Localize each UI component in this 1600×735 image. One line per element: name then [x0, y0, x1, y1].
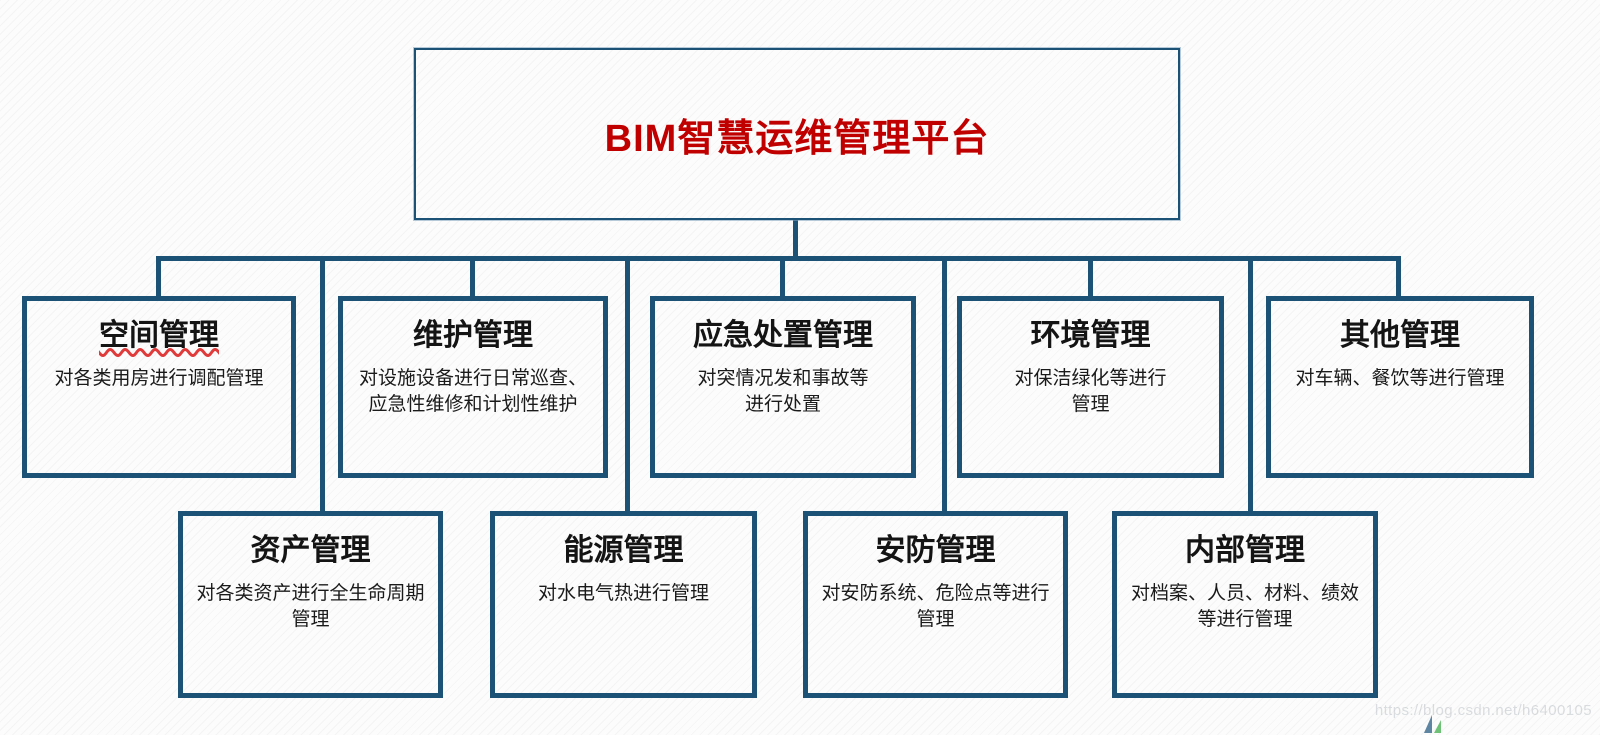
node-description: 对各类用房进行调配管理 — [54, 367, 264, 389]
connector-drop-asset — [320, 256, 325, 513]
connector-drop-environment — [1088, 256, 1093, 298]
connector-drop-maintenance — [470, 256, 475, 298]
watermark-text: https://blog.csdn.net/h6400105 — [1374, 702, 1592, 719]
node-title: 其他管理 — [1340, 319, 1460, 352]
connector-drop-security — [942, 256, 947, 513]
connector-root-stem — [793, 218, 798, 260]
node-description: 对水电气热进行管理 — [537, 582, 709, 604]
node-title: 安防管理 — [875, 534, 996, 567]
node-title: 应急处置管理 — [693, 319, 873, 352]
node-emergency-management[interactable]: 应急处置管理 对突情况发和事故等 进行处置 — [650, 296, 916, 478]
csdn-logo-icon — [1424, 715, 1441, 733]
node-description: 对突情况发和事故等 进行处置 — [697, 367, 869, 415]
node-title: 资产管理 — [250, 534, 371, 567]
connector-drop-emergency — [780, 256, 785, 298]
node-description: 对档案、人员、材料、绩效等进行管理 — [1130, 582, 1359, 630]
connector-main-bus — [158, 256, 1398, 261]
root-node-bim-platform[interactable]: BIM智慧运维管理平台 — [414, 48, 1180, 220]
root-node-title: BIM智慧运维管理平台 — [604, 117, 990, 160]
node-title: 内部管理 — [1185, 534, 1305, 567]
node-other-management[interactable]: 其他管理 对车辆、餐饮等进行管理 — [1266, 296, 1534, 478]
node-description: 对车辆、餐饮等进行管理 — [1295, 367, 1505, 389]
node-title: 环境管理 — [1030, 319, 1151, 352]
connector-drop-other — [1396, 256, 1401, 298]
node-security-management[interactable]: 安防管理 对安防系统、危险点等进行管理 — [803, 511, 1068, 698]
connector-drop-energy — [625, 256, 630, 513]
node-space-management[interactable]: 空间管理 对各类用房进行调配管理 — [22, 296, 296, 478]
connector-drop-internal — [1248, 256, 1253, 513]
node-title: 能源管理 — [563, 534, 684, 567]
node-description: 对各类资产进行全生命周期管理 — [196, 582, 425, 630]
node-internal-management[interactable]: 内部管理 对档案、人员、材料、绩效等进行管理 — [1112, 511, 1378, 698]
node-environment-management[interactable]: 环境管理 对保洁绿化等进行 管理 — [957, 296, 1224, 478]
node-description: 对设施设备进行日常巡查、应急性维修和计划性维护 — [358, 367, 587, 415]
node-maintenance-management[interactable]: 维护管理 对设施设备进行日常巡查、应急性维修和计划性维护 — [338, 296, 608, 478]
node-asset-management[interactable]: 资产管理 对各类资产进行全生命周期管理 — [178, 511, 443, 698]
node-title: 维护管理 — [413, 319, 533, 352]
node-description: 对保洁绿化等进行 管理 — [1014, 367, 1167, 415]
node-energy-management[interactable]: 能源管理 对水电气热进行管理 — [490, 511, 757, 698]
node-title: 空间管理 — [99, 319, 219, 352]
node-description: 对安防系统、危险点等进行管理 — [821, 582, 1050, 630]
connector-drop-space — [156, 256, 161, 298]
